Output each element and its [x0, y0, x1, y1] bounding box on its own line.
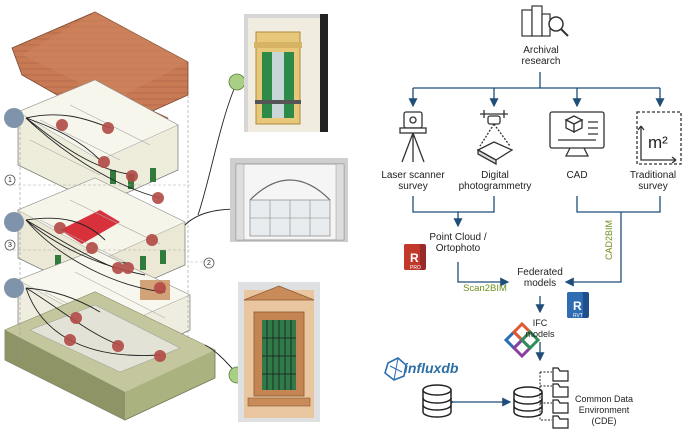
node-point-cloud: Point Cloud / Ortophoto — [429, 232, 487, 254]
influxdb-logo-icon — [384, 357, 407, 381]
node-cad: CAD — [566, 170, 588, 181]
edge-label-scan2bim: Scan2BIM — [463, 283, 507, 294]
node-archival-research: Archival research — [521, 45, 561, 67]
cad-monitor-icon — [549, 111, 605, 157]
node-ifc-models: IFC models — [525, 318, 555, 339]
window-drawing-middle — [230, 158, 348, 242]
m2-symbol: m² — [648, 133, 668, 152]
recap-pro-icon: R PRO — [404, 244, 426, 271]
ifc-logo-icon — [503, 321, 541, 359]
edge-label-cad2bim: CAD2BIM — [604, 219, 614, 260]
svg-text:RVT: RVT — [573, 313, 583, 319]
observer-marker — [4, 278, 24, 298]
drone-icon — [476, 110, 514, 166]
window-drawing-bottom — [238, 282, 320, 422]
section-marker-2: 2 — [207, 260, 211, 267]
workflow-arrows — [408, 72, 665, 407]
svg-text:PRO: PRO — [410, 265, 421, 271]
window-drawing-top — [244, 14, 328, 132]
point-markers — [54, 119, 166, 362]
observer-markers — [4, 108, 24, 298]
observer-marker — [4, 212, 24, 232]
section-marker-1: 1 — [8, 177, 12, 184]
observer-marker — [4, 108, 24, 128]
node-traditional-survey: Traditional survey — [629, 170, 677, 192]
node-federated-models: Federated models — [517, 267, 563, 289]
node-laser-scanner: Laser scanner survey — [381, 170, 445, 192]
database-icon — [422, 384, 452, 418]
node-cde: Common Data Environment (CDE) — [574, 394, 634, 426]
folder-icons — [552, 367, 569, 429]
revit-icon: R RVT — [567, 292, 589, 319]
exploded-building — [4, 11, 216, 421]
section-markers — [4, 174, 215, 269]
laser-scanner-icon — [399, 111, 427, 163]
svg-text:R: R — [573, 299, 582, 313]
section-marker-3: 3 — [8, 242, 12, 249]
archive-books-icon — [521, 5, 569, 37]
measure-icon — [636, 111, 682, 165]
cde-database-icon — [513, 371, 552, 421]
influxdb-label: influxdb — [404, 360, 459, 376]
svg-text:R: R — [410, 251, 419, 265]
node-digital-photogrammetry: Digital photogrammetry — [458, 170, 532, 192]
